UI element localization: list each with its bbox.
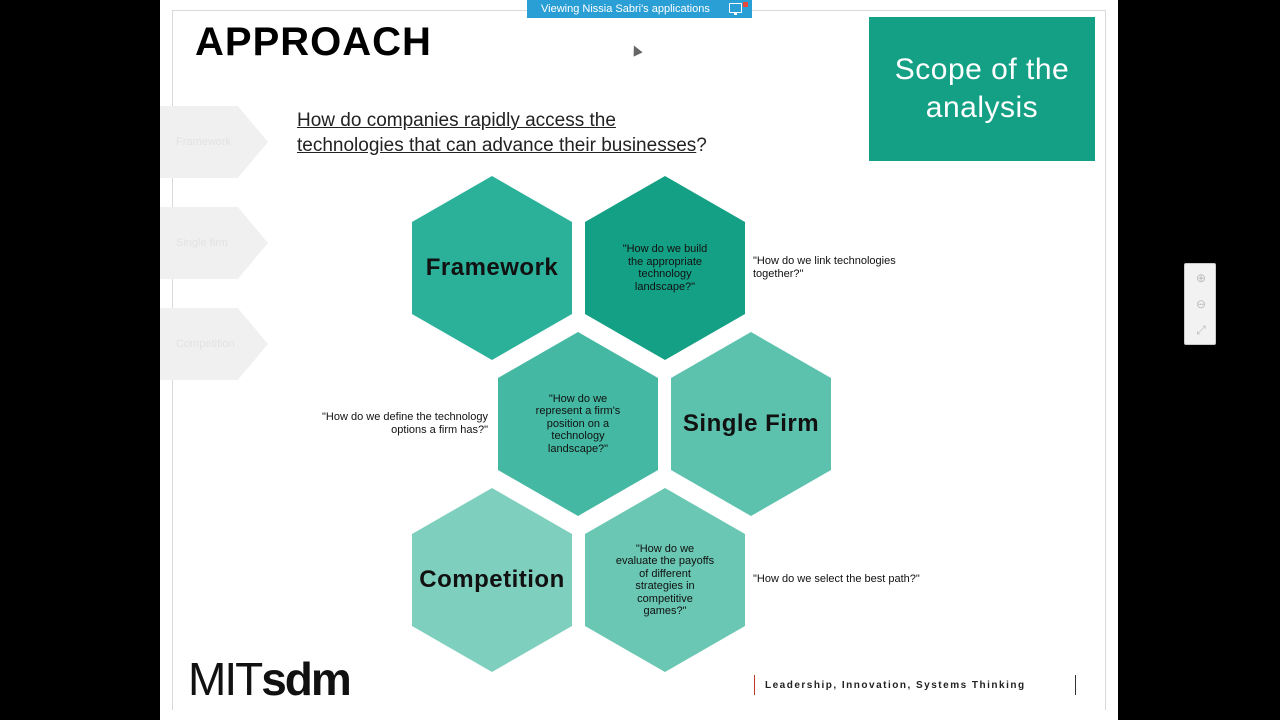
hex-label: Single Firm — [682, 410, 820, 437]
nav-arrow-label: Framework — [176, 136, 232, 148]
hex-represent-position: "How do we represent a firm's position o… — [498, 332, 658, 516]
hex-framework: Framework — [412, 176, 572, 360]
logo-sdm: sdm — [261, 653, 352, 705]
screen-share-banner[interactable]: Viewing Nissia Sabri's applications — [527, 0, 752, 18]
side-question-select: "How do we select the best path?" — [753, 573, 920, 585]
zoom-in-icon[interactable]: ⊕ — [1195, 271, 1207, 285]
scope-box-label: Scope of the analysis — [894, 53, 1070, 124]
hex-competition: Competition — [412, 488, 572, 672]
nav-arrow-single-firm[interactable]: Single firm — [160, 207, 268, 279]
zoom-out-icon[interactable]: ⊖ — [1195, 297, 1207, 311]
mitsdm-logo: MITsdm — [188, 652, 352, 706]
stop-share-icon[interactable] — [743, 2, 748, 7]
banner-text: Viewing Nissia Sabri's applications — [541, 3, 710, 15]
nav-arrow-competition[interactable]: Competition — [160, 308, 268, 380]
slide-frame-right — [1105, 10, 1106, 710]
presentation-slide: APPROACH Scope of the analysis Framework… — [160, 0, 1118, 720]
hex-label: "How do we represent a firm's position o… — [535, 392, 621, 455]
nav-arrow-framework[interactable]: Framework — [160, 106, 268, 178]
question-line-1: How do companies rapidly access the — [297, 110, 616, 131]
hex-evaluate-payoffs: "How do we evaluate the payoffs of diffe… — [585, 488, 745, 672]
nav-arrow-label: Single firm — [176, 237, 228, 249]
hex-label: "How do we build the appropriate technol… — [622, 243, 708, 293]
hex-single-firm: Single Firm — [671, 332, 831, 516]
logo-mit: MIT — [188, 653, 263, 705]
zoom-controls: ⊕ ⊖ ⤢ — [1184, 263, 1216, 345]
research-question: How do companies rapidly access the tech… — [297, 108, 707, 158]
side-question-define: "How do we define the technology options… — [322, 411, 488, 436]
hex-label: Competition — [419, 566, 565, 593]
screen-share-icon[interactable] — [729, 3, 742, 15]
side-question-link: "How do we link technologies together?" — [753, 255, 896, 280]
scope-box: Scope of the analysis — [869, 17, 1095, 161]
hex-label: "How do we evaluate the payoffs of diffe… — [615, 542, 715, 618]
hex-label: Framework — [425, 254, 559, 281]
footer-tagline: Leadership, Innovation, Systems Thinking — [754, 675, 1076, 695]
fit-icon[interactable]: ⤢ — [1196, 323, 1206, 337]
hex-build-landscape: "How do we build the appropriate technol… — [585, 176, 745, 360]
mouse-cursor-icon — [629, 43, 643, 57]
nav-arrow-label: Competition — [176, 338, 235, 350]
question-line-2: technologies that can advance their busi… — [297, 135, 697, 156]
slide-title: APPROACH — [195, 20, 432, 64]
question-mark: ? — [696, 135, 707, 156]
